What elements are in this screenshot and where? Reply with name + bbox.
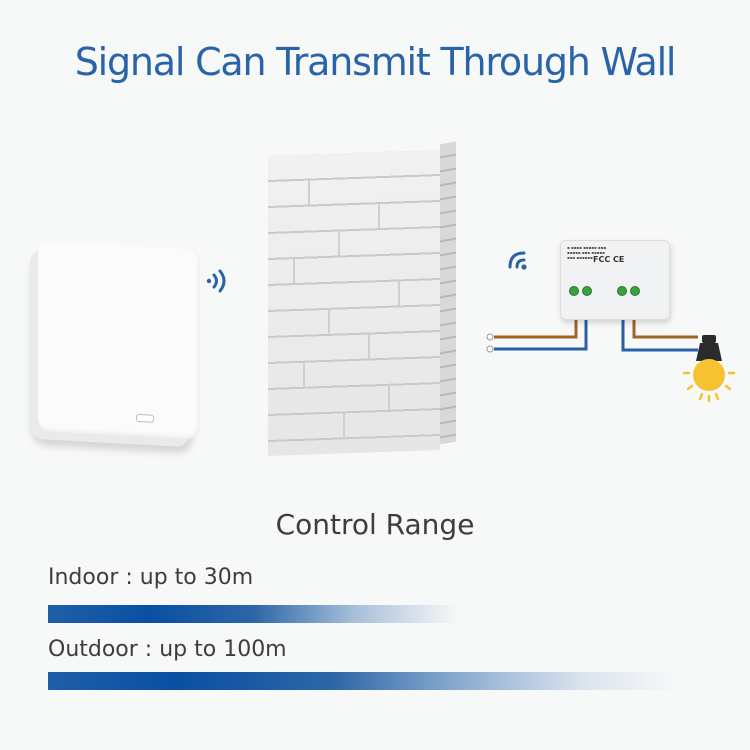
switch-indicator-led [136,413,154,423]
control-range-title: Control Range [275,508,475,541]
light-bulb-icon [682,335,736,403]
certification-marks: FCC CE [593,255,625,264]
outdoor-range-bar [48,672,678,690]
indoor-range-label: Indoor : up to 30m [48,565,254,590]
brick-wall-image [268,141,458,457]
indoor-range-bar [48,605,458,623]
page-title: Signal Can Transmit Through Wall [74,40,677,84]
outdoor-range-label: Outdoor : up to 100m [48,637,287,662]
wifi-signal-icon [508,251,527,270]
wifi-signal-icon [206,269,226,293]
wireless-switch-image [30,240,200,448]
receiver-module: ▪ ▪▪▪▪ ▪▪▪▪▪ ▪▪▪▪▪▪▪▪ ▪▪▪ ▪▪▪▪▪▪▪▪ ▪▪▪▪▪… [560,240,670,320]
